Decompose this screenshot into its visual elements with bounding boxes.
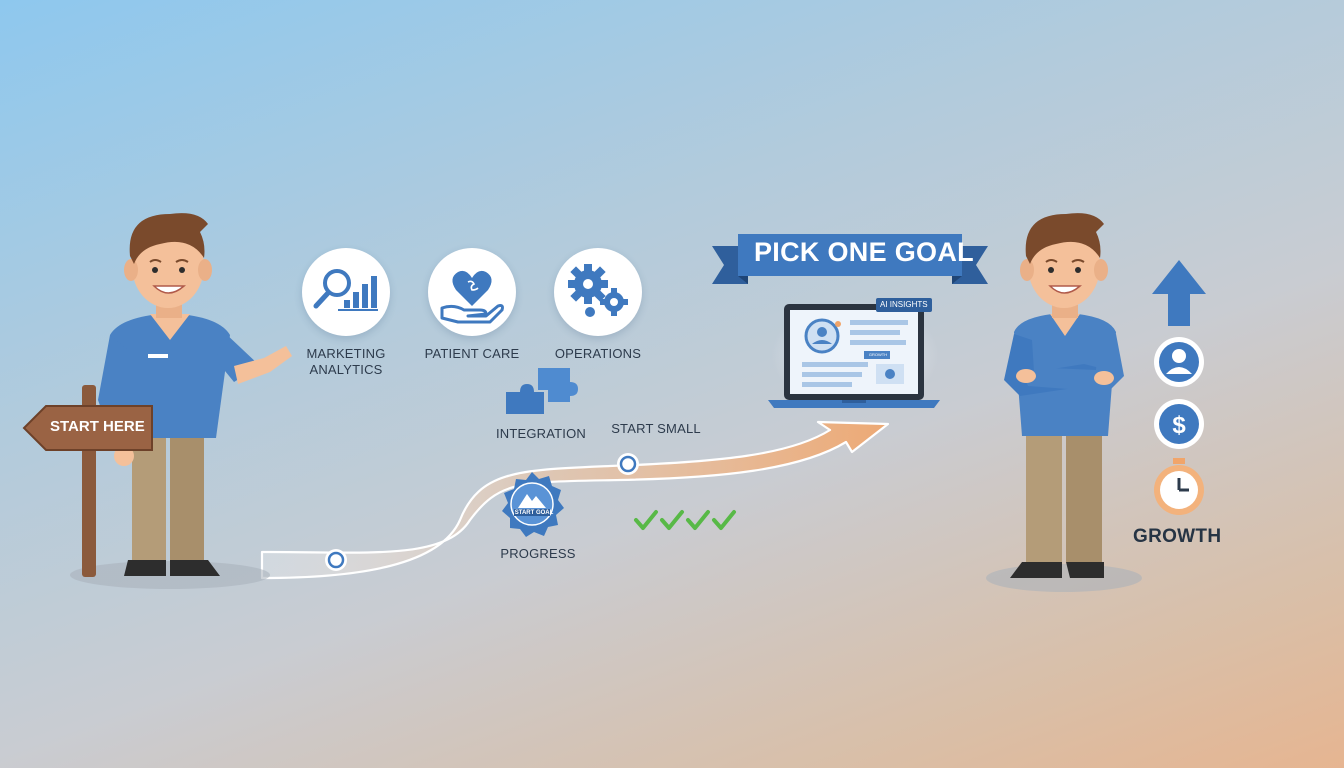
- check-icon: [712, 510, 736, 530]
- magnifier-bar-chart-icon: [313, 269, 378, 311]
- user-icon: [1154, 337, 1204, 387]
- svg-text:$: $: [1172, 412, 1186, 439]
- mountain-badge-icon: [502, 472, 564, 537]
- path-ribbon: [260, 420, 890, 580]
- dollar-icon: $: [1154, 399, 1204, 449]
- growth-icons: $: [1152, 260, 1206, 515]
- integration-label: INTEGRATION: [495, 426, 587, 441]
- laptop-icon: [768, 304, 940, 408]
- check-icon: [686, 510, 710, 530]
- check-icon: [660, 510, 684, 530]
- start-small-label: START SMALL: [611, 421, 701, 436]
- operations-option[interactable]: [554, 248, 642, 336]
- ai-insights-tag: AI INSIGHTS: [876, 298, 932, 312]
- gears-icon: [568, 264, 628, 317]
- goal-banner: [712, 234, 988, 284]
- goal-banner-label: PICK ONE GOAL: [754, 237, 974, 267]
- operations-label: OPERATIONS: [554, 346, 642, 361]
- waypoint-start: [325, 549, 347, 571]
- up-arrow-icon: [1152, 260, 1206, 326]
- start-here-sign: [22, 405, 153, 451]
- marketing-label-line1: MARKETING: [306, 346, 386, 361]
- presenter-person: [70, 213, 292, 589]
- progress-label: PROGRESS: [500, 546, 576, 561]
- growth-label: GROWTH: [1133, 526, 1222, 547]
- marketing-analytics-option[interactable]: [302, 248, 390, 336]
- confident-person: [986, 213, 1142, 592]
- patient-care-option[interactable]: [428, 248, 516, 336]
- badge-text: START GOAL: [514, 510, 554, 516]
- waypoint-start-small: [617, 453, 639, 475]
- check-icon: [634, 510, 658, 530]
- laptop-chip-label: GROWTH: [868, 352, 888, 357]
- puzzle-icon: [506, 368, 578, 414]
- marketing-label-line2: ANALYTICS: [309, 362, 383, 377]
- checkmarks: [634, 510, 736, 530]
- timer-icon: [1154, 458, 1204, 515]
- heart-in-hand-icon: [440, 270, 504, 324]
- patient-care-label: PATIENT CARE: [424, 346, 520, 361]
- marketing-analytics-label: MARKETING ANALYTICS: [292, 346, 400, 378]
- start-here-label: START HERE: [50, 418, 145, 435]
